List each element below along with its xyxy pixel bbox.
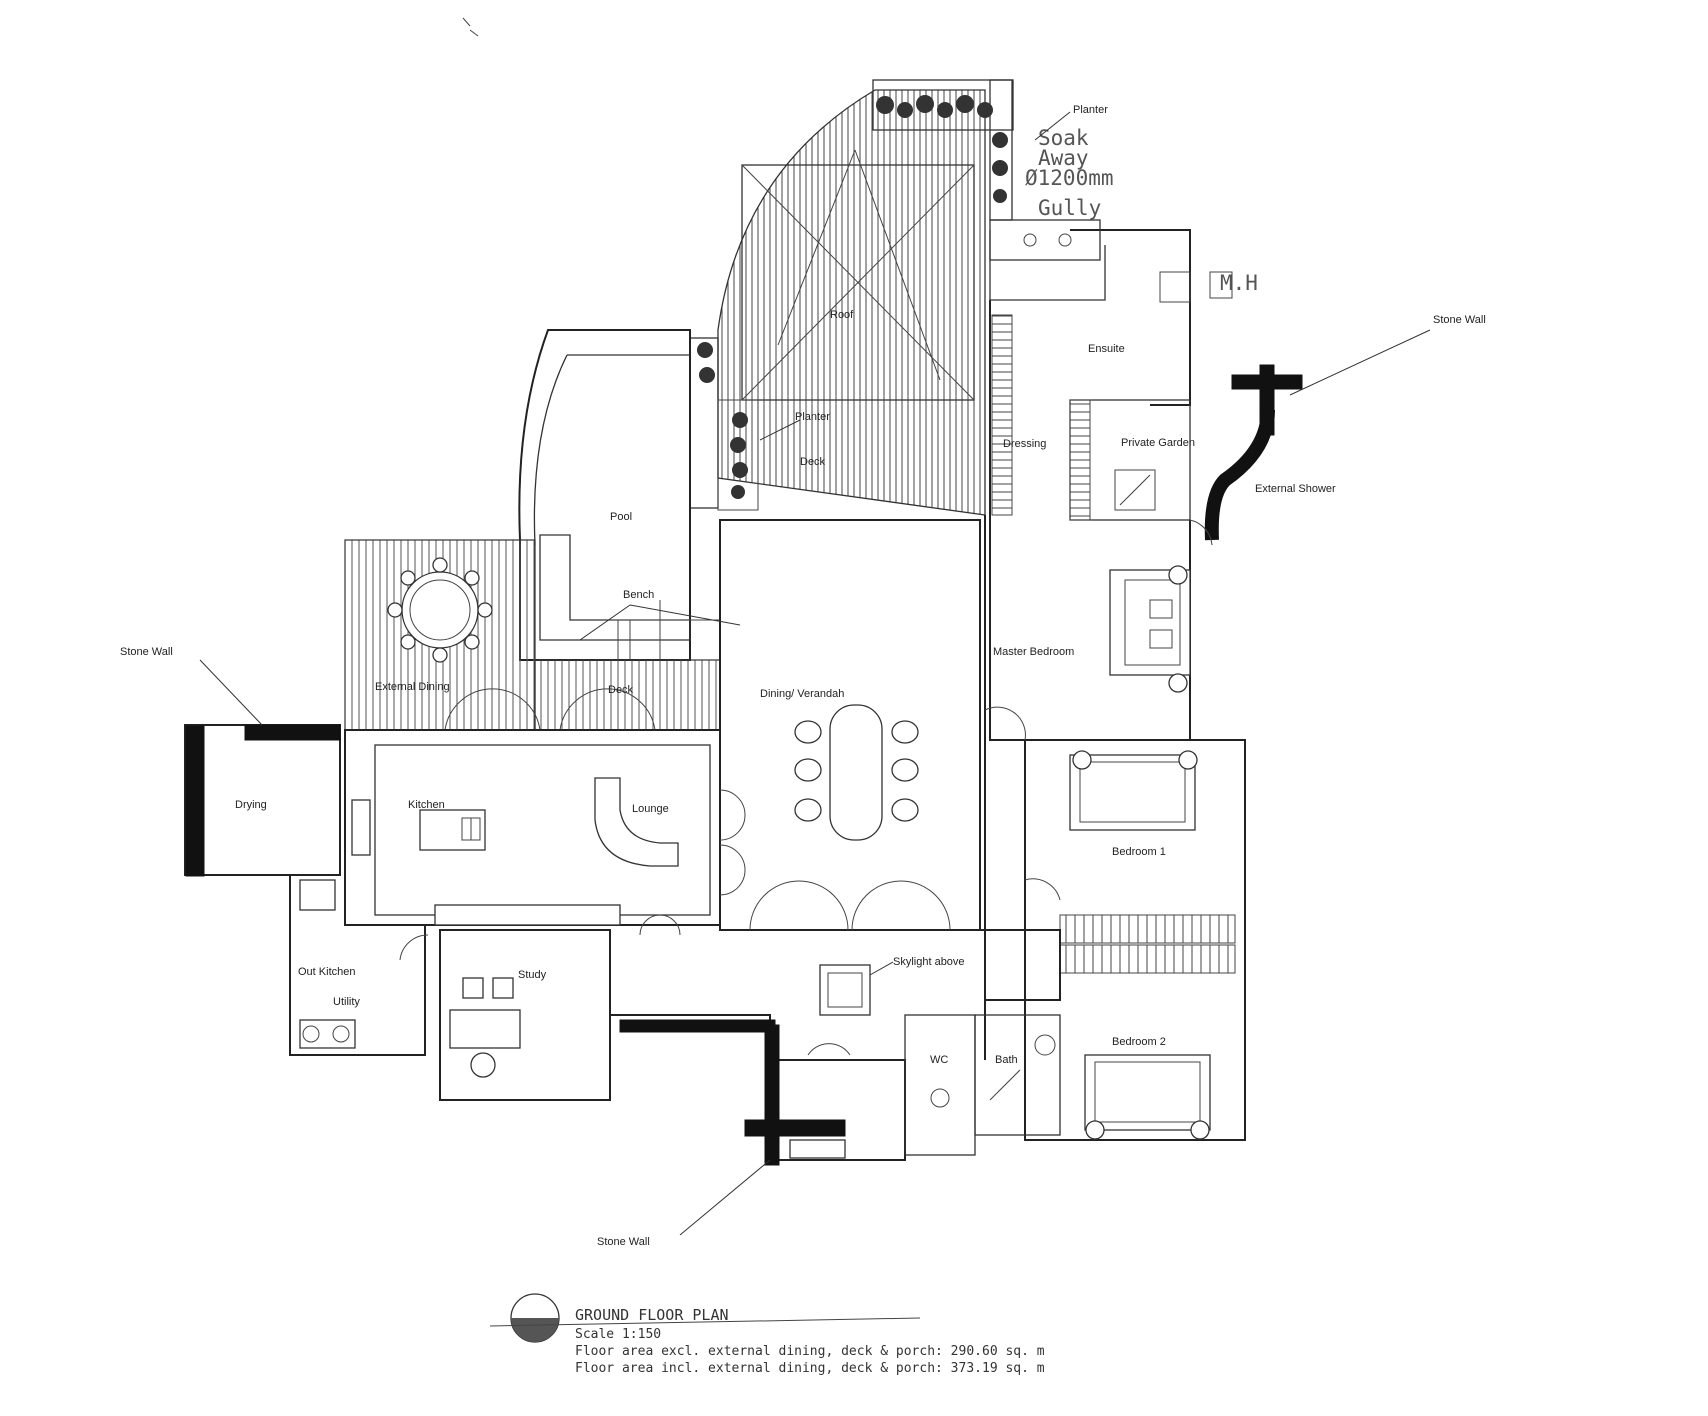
label-lounge: Lounge [632,803,669,815]
label-planter-top: Planter [1073,104,1108,116]
label-bedroom-1: Bedroom 1 [1112,846,1166,858]
label-planter-mid: Planter [795,411,830,423]
label-kitchen: Kitchen [408,799,445,811]
label-skylight: Skylight above [893,956,965,968]
label-bench: Bench [623,589,654,601]
callouts: Stone Wall Stone Wall Stone Wall Soak Aw… [120,111,1486,1248]
callout-stone-wall-bottom: Stone Wall [597,1236,650,1248]
stray-mark [462,17,479,37]
label-bath: Bath [995,1054,1018,1066]
callout-soak-3: Ø1200mm [1025,166,1114,190]
callout-soak-2: Away [1038,146,1089,170]
label-deck-lower: Deck [608,684,634,696]
label-dining-verandah: Dining/ Verandah [760,688,844,700]
furniture [351,519,1213,1140]
callout-stone-wall-right: Stone Wall [1433,314,1486,326]
callout-soak-1: Soak [1038,126,1089,150]
floor-area-incl: Floor area incl. external dining, deck &… [575,1361,1045,1376]
label-pool: Pool [610,511,632,523]
plan-title: GROUND FLOOR PLAN [575,1306,729,1324]
label-ext-dining: External Dining [375,681,450,693]
label-private-garden: Private Garden [1121,437,1195,449]
label-ensuite: Ensuite [1088,343,1125,355]
label-master-bedroom: Master Bedroom [993,646,1074,658]
callout-gully: Gully [1038,196,1101,220]
label-wc: WC [930,1054,948,1066]
label-study: Study [518,969,547,981]
plan-scale: Scale 1:150 [575,1327,661,1342]
label-external-shower: External Shower [1255,483,1336,495]
label-roof: Roof [830,309,854,321]
stone-walls [185,364,1303,1166]
pool [518,329,721,665]
callout-stone-wall-left: Stone Wall [120,646,173,658]
label-utility: Utility [333,996,360,1008]
title-block: GROUND FLOOR PLAN Scale 1:150 Floor area… [489,1293,1045,1376]
label-deck: Deck [800,456,826,468]
label-drying: Drying [235,799,267,811]
callout-mh: M.H [1220,271,1258,295]
lower-deck [344,539,721,731]
label-dressing: Dressing [1003,438,1046,450]
room-labels: Pool Bench Dining/ Verandah Kitchen Loun… [235,104,1336,1066]
floor-area-excl: Floor area excl. external dining, deck &… [575,1344,1045,1359]
planter-foliage [697,95,1008,499]
label-out-kitchen: Out Kitchen [298,966,355,978]
label-bedroom-2: Bedroom 2 [1112,1036,1166,1048]
